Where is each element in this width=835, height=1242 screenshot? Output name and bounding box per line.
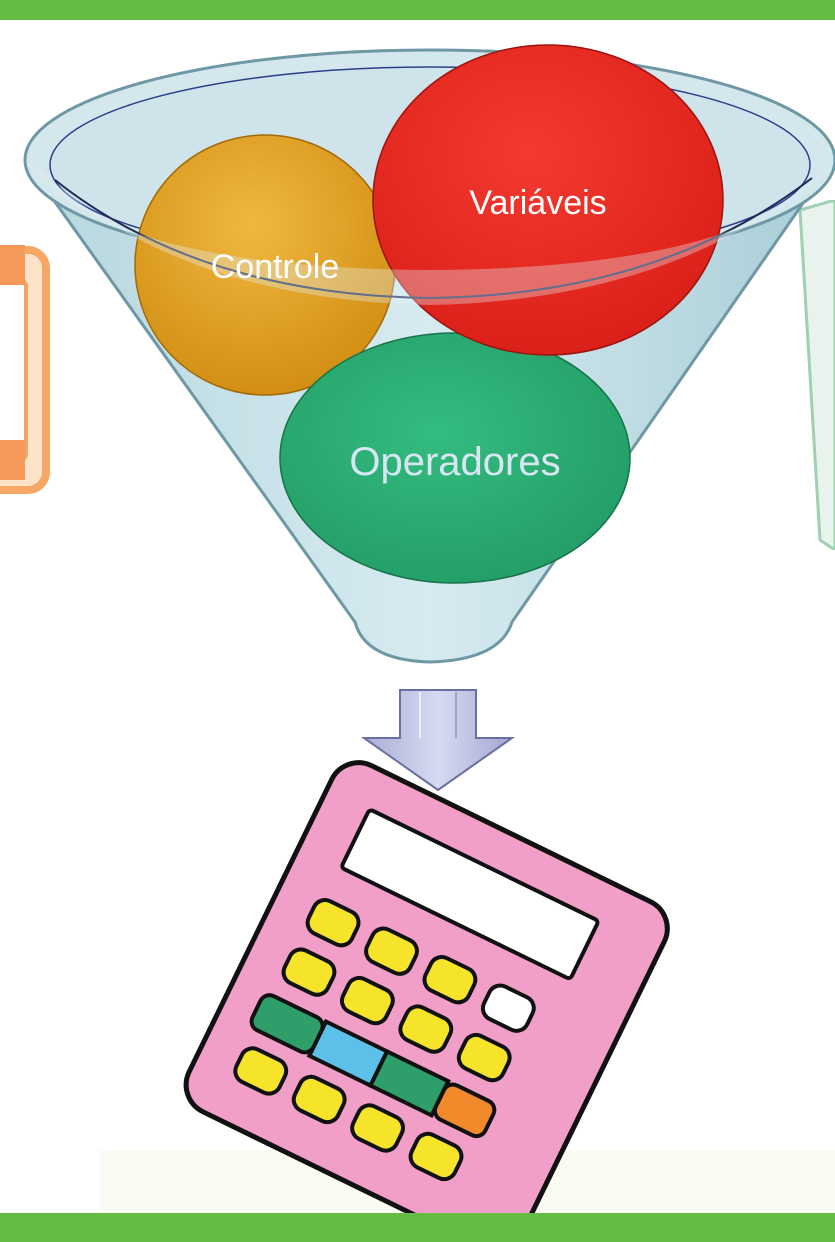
decorative-fragment-right [790,198,835,552]
arrow-down-icon [360,689,516,792]
decorative-fragment-left [0,230,60,530]
variaveis-circle [372,44,724,356]
operadores-circle [279,332,631,584]
controle-label: Controle [210,248,340,286]
top-accent-bar [0,0,835,20]
calculator-icon [183,760,670,1242]
operadores-label: Operadores [349,440,561,484]
variaveis-label: Variáveis [469,184,607,222]
bottom-accent-bar [0,1213,835,1242]
funnel-rim-front [54,177,813,300]
